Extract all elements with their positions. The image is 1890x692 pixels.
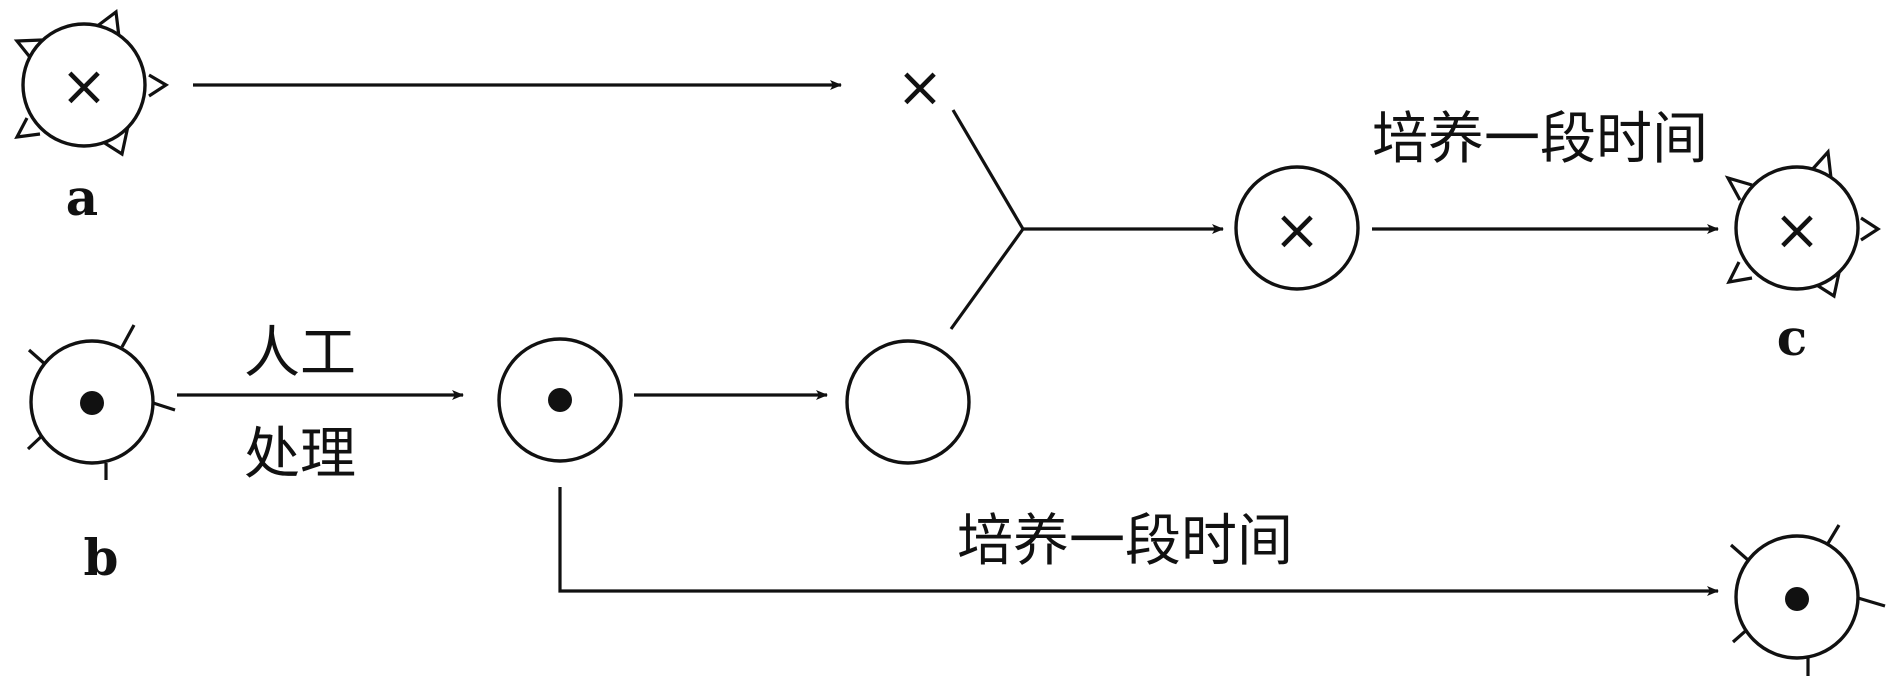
result-cell-dot [1729, 524, 1886, 676]
enucleated-cell [845, 339, 971, 465]
hybrid-cell-nucleus-cross: × [1274, 198, 1321, 263]
culture-label-lower: 培养一段时间 [957, 509, 1293, 574]
cell-b [26, 324, 176, 480]
cell-a-membrane [21, 22, 147, 148]
arrow-treated-to-result [558, 487, 1719, 596]
label-a: a [66, 168, 98, 227]
cell-a-nucleus-cross: × [61, 54, 108, 119]
result-cell-nucleus-dot [1785, 587, 1809, 611]
fusion-connector [949, 109, 1025, 330]
label-b: b [84, 528, 119, 587]
cell-b-nucleus-dot [80, 391, 104, 415]
process-label-bottom: 处理 [244, 422, 356, 487]
isolated-nucleus-cross: × [897, 55, 944, 120]
culture-label-upper: 培养一段时间 [1372, 107, 1708, 172]
hybrid-cell: × [1234, 165, 1360, 291]
treated-cell-nucleus-dot [548, 388, 572, 412]
process-label-top: 人工 [244, 321, 356, 386]
treated-cell [497, 337, 623, 463]
cell-c-nucleus-cross: × [1774, 198, 1821, 263]
cell-a-spikes [13, 9, 170, 157]
cell-c-membrane [1734, 165, 1860, 291]
hybrid-cell-membrane [1234, 165, 1360, 291]
cell-a: × [13, 9, 170, 157]
cell-c: × [1724, 148, 1881, 299]
cell-c-spikes [1724, 148, 1881, 299]
label-c: c [1777, 308, 1807, 367]
